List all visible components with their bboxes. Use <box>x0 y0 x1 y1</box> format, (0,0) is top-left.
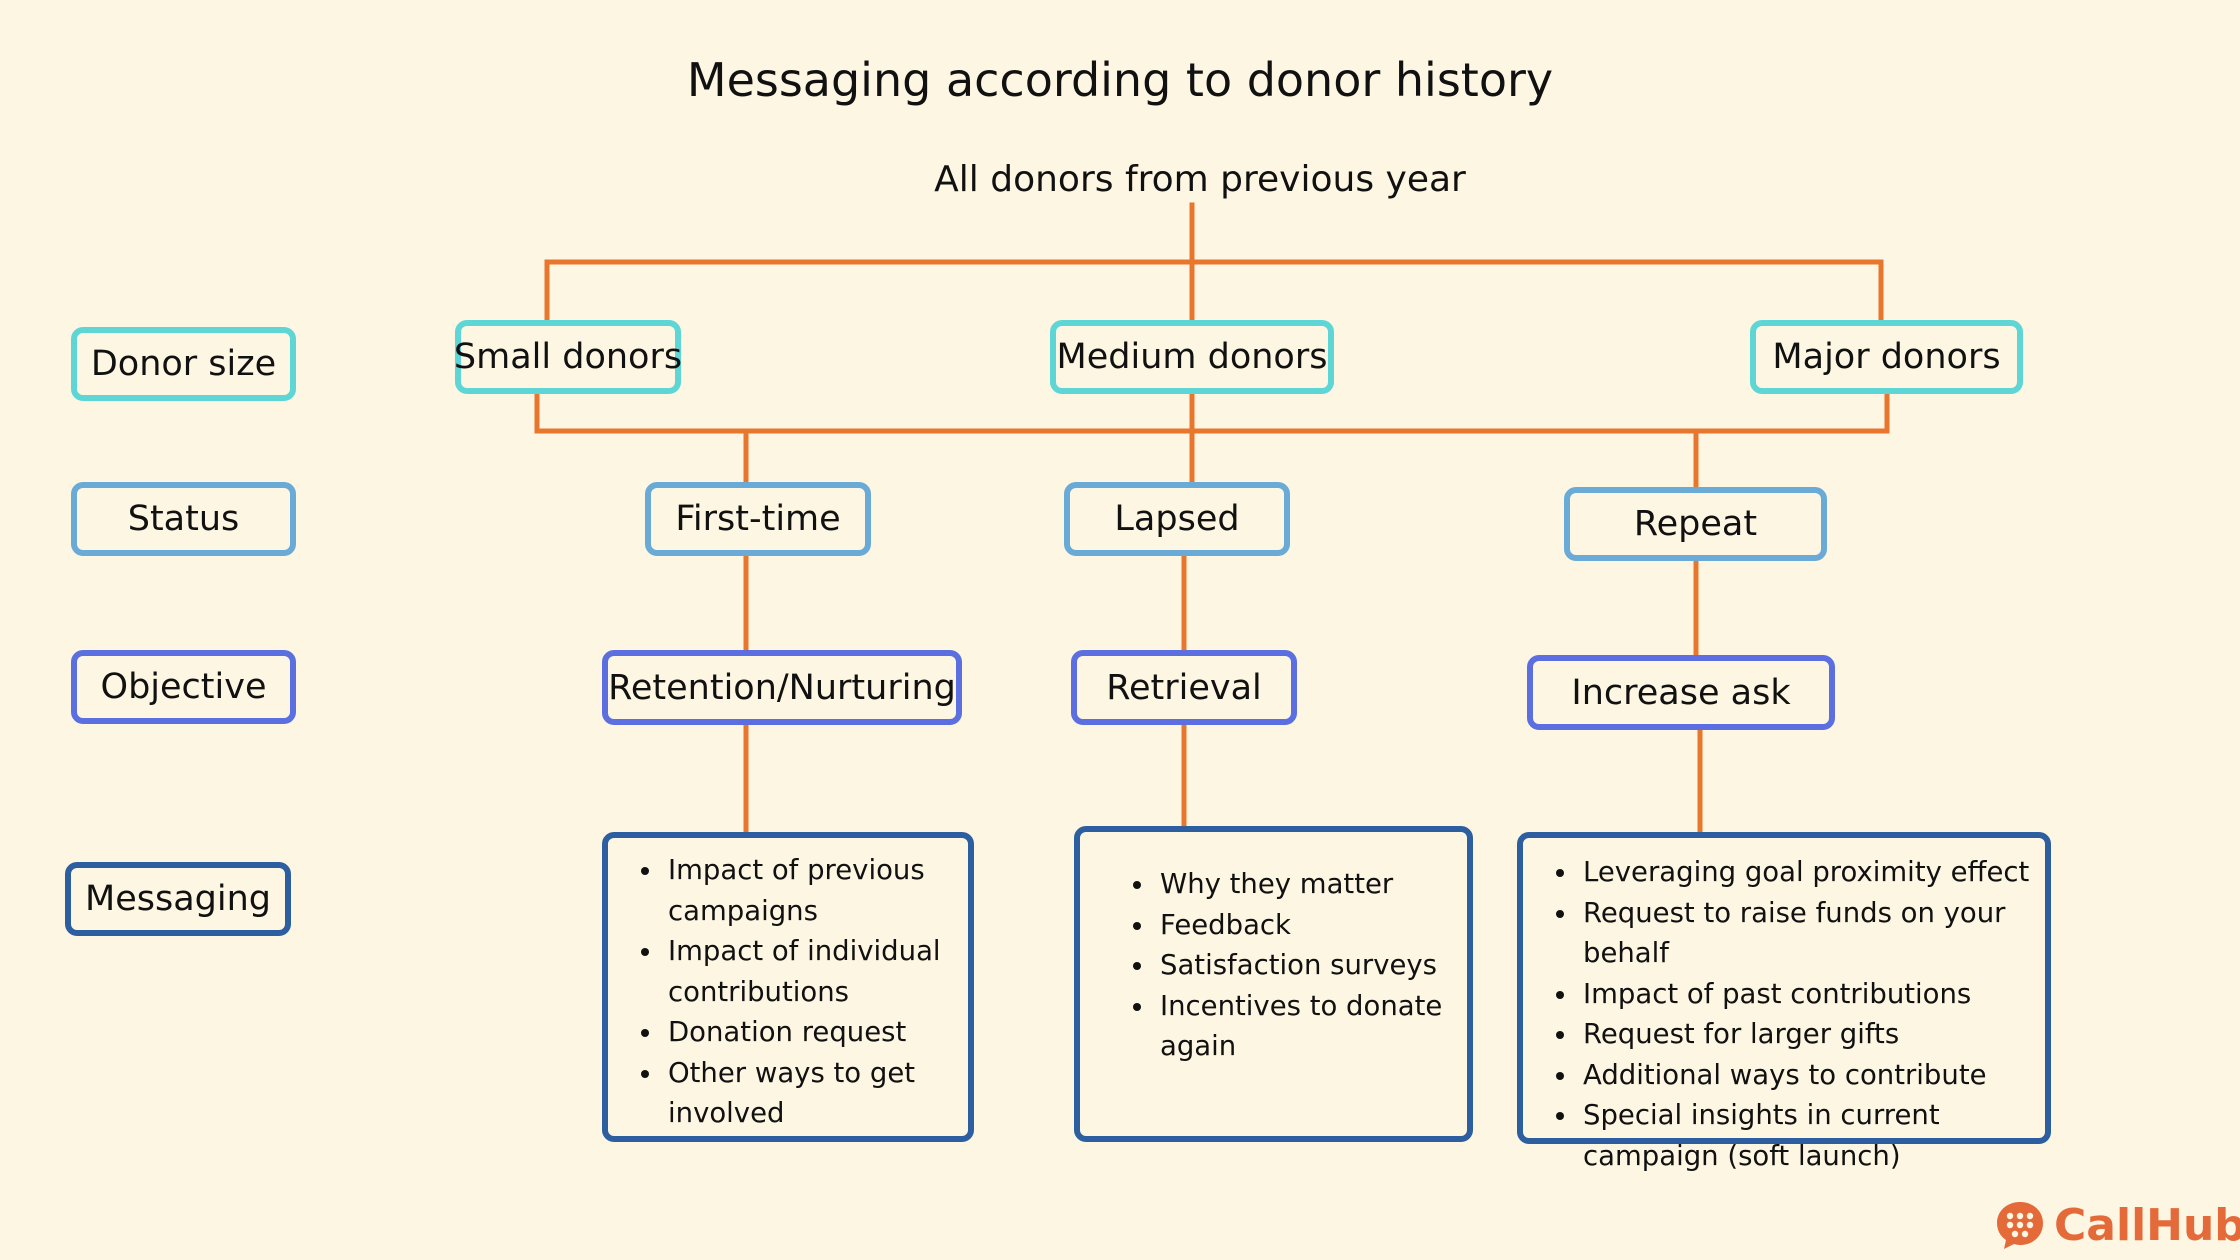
list-item: Impact of past contributions <box>1579 974 2035 1015</box>
callhub-logo: CallHub <box>1994 1190 2240 1260</box>
messaging-repeat: Leveraging goal proximity effectRequest … <box>1517 832 2051 1172</box>
root-node: All donors from previous year <box>934 159 1466 200</box>
list-item: Feedback <box>1156 905 1453 946</box>
row-label-messaging: Messaging <box>65 862 291 936</box>
node-major-donors: Major donors <box>1750 320 2023 394</box>
node-increase-ask: Increase ask <box>1527 655 1835 730</box>
node-small-donors: Small donors <box>454 320 682 394</box>
list-item: Incentives to donate again <box>1156 986 1453 1067</box>
node-repeat: Repeat <box>1564 487 1827 561</box>
row-label-objective: Objective <box>71 650 296 724</box>
list-item: Satisfaction surveys <box>1156 945 1453 986</box>
list-item: Impact of previous campaigns <box>664 850 954 931</box>
list-item: Leveraging goal proximity effect <box>1579 852 2035 893</box>
node-retention-nurturing: Retention/Nurturing <box>602 650 962 725</box>
list-item: Donation request <box>664 1012 954 1053</box>
node-medium-donors: Medium donors <box>1050 320 1334 394</box>
list-item: Request for larger gifts <box>1579 1014 2035 1055</box>
messaging-lapsed-list: Why they matterFeedbackSatisfaction surv… <box>1114 864 1453 1067</box>
row-label-status: Status <box>71 482 296 556</box>
list-item: Other ways to get involved <box>664 1053 954 1134</box>
list-item: Additional ways to contribute <box>1579 1055 2035 1096</box>
logo-text: CallHub <box>2054 1199 2240 1251</box>
list-item: Impact of individual contributions <box>664 931 954 1012</box>
node-first-time: First-time <box>645 482 871 556</box>
list-item: Request to raise funds on your behalf <box>1579 893 2035 974</box>
messaging-repeat-list: Leveraging goal proximity effectRequest … <box>1537 852 2035 1176</box>
row-label-donor-size: Donor size <box>71 327 296 401</box>
chat-bubble-dots-icon <box>1997 1202 2043 1249</box>
list-item: Why they matter <box>1156 864 1453 905</box>
node-retrieval: Retrieval <box>1071 650 1297 725</box>
messaging-first-time: Impact of previous campaignsImpact of in… <box>602 832 974 1142</box>
diagram-title: Messaging according to donor history <box>686 53 1554 107</box>
messaging-lapsed: Why they matterFeedbackSatisfaction surv… <box>1074 826 1473 1142</box>
list-item: Special insights in current campaign (so… <box>1579 1095 2035 1176</box>
node-lapsed: Lapsed <box>1064 482 1290 556</box>
messaging-first-time-list: Impact of previous campaignsImpact of in… <box>622 850 954 1134</box>
